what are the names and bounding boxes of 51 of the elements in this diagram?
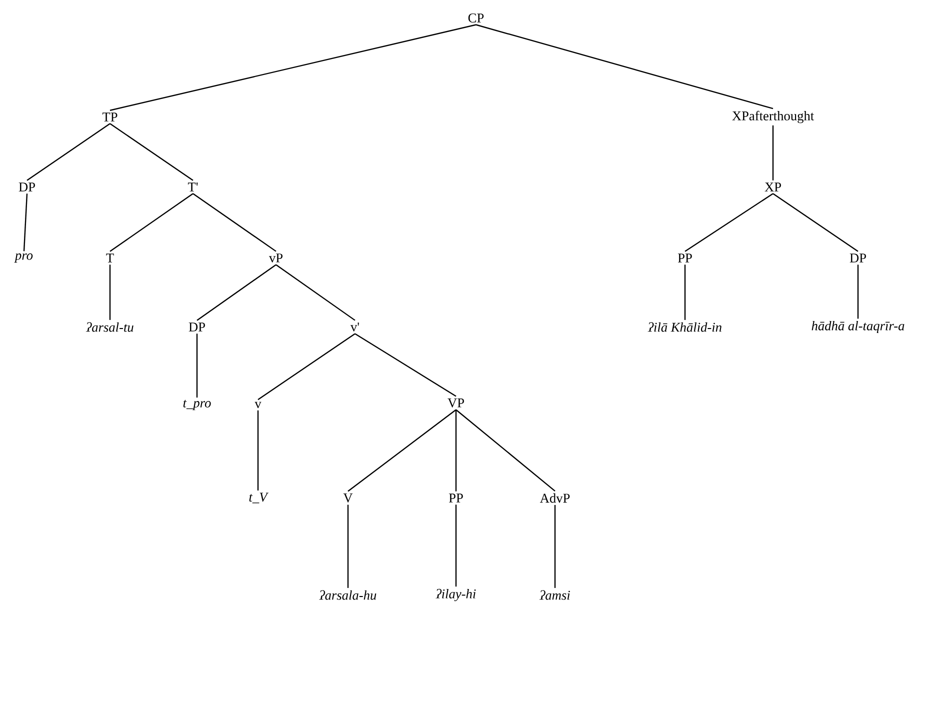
tree-branch: [23, 194, 28, 252]
category-label: V: [343, 494, 353, 502]
category-label: VP: [448, 398, 464, 408]
leaf-word: pro: [14, 253, 33, 263]
leaf-word: t_pro: [183, 400, 211, 410]
tree-branch: [258, 333, 356, 400]
category-label: DP: [188, 322, 205, 332]
leaf-word: hādhā al-taqrīr-a: [812, 320, 904, 334]
tree-branch: [348, 409, 456, 492]
tree-branch: [684, 193, 774, 252]
category-label: vP: [268, 254, 282, 262]
category-label: XP: [764, 182, 781, 192]
leaf-word: ʔarsala-hu: [319, 590, 376, 600]
category-label: PP: [678, 254, 692, 262]
tree-branch: [192, 193, 276, 252]
category-label: PP: [448, 494, 463, 502]
category-label: TP: [102, 112, 118, 122]
category-label: AdvP: [540, 493, 570, 503]
tree-branch: [354, 333, 456, 397]
category-label: DP: [18, 182, 35, 192]
tree-branch: [684, 264, 686, 320]
tree-branch: [456, 409, 556, 492]
leaf-word: ʔarsal-tu: [86, 322, 134, 332]
tree-branch: [110, 24, 476, 111]
leaf-word: t_V: [249, 492, 269, 504]
tree-branch: [476, 24, 774, 110]
tree-branch: [110, 193, 194, 252]
tree-branch: [772, 125, 774, 180]
tree-branch: [26, 123, 110, 181]
tree-branch: [110, 123, 194, 181]
tree-branch: [455, 410, 457, 492]
category-label: v: [254, 402, 262, 408]
tree-branch: [276, 264, 356, 321]
tree-branch: [109, 264, 111, 320]
category-label: CP: [468, 14, 484, 22]
leaf-word: ʔilay-hi: [436, 588, 476, 602]
category-label: v': [350, 322, 359, 332]
leaf-word: ʔamsi: [539, 590, 570, 600]
category-label: T: [106, 254, 114, 262]
tree-branch: [347, 504, 349, 588]
tree-branch: [554, 504, 556, 588]
tree-branch: [455, 504, 457, 587]
category-label: XPafterthought: [732, 110, 814, 124]
tree-branch: [857, 264, 859, 319]
category-label: T': [188, 182, 198, 192]
tree-branch: [772, 193, 858, 252]
tree-branch: [196, 264, 276, 321]
category-label: DP: [850, 254, 866, 262]
tree-branch: [196, 334, 198, 398]
tree-branch: [257, 410, 259, 491]
leaf-word: ʔilā Khālid-in: [648, 322, 722, 332]
